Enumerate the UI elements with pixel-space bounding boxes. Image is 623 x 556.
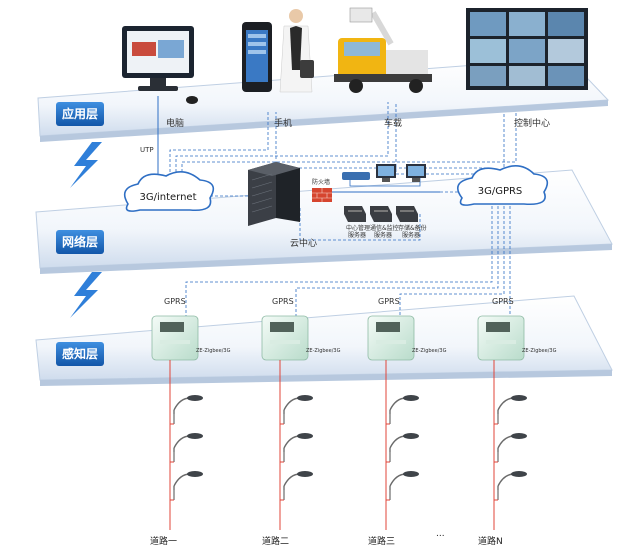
monitoring-server-icon: [370, 206, 392, 222]
street-lamp-icon: [173, 470, 204, 500]
road-label-2: 道路二: [262, 535, 289, 547]
device-model-label-1: ZE-Zigbee/3G: [196, 348, 231, 354]
device-model-label-3: ZE-Zigbee/3G: [412, 348, 447, 354]
server-label-monitoring: 通信&监控: [370, 224, 399, 232]
road-n-lights: [493, 360, 528, 530]
street-lamp-icon: [283, 432, 314, 462]
road-3-lights: [385, 360, 420, 530]
road-2-lights: [279, 360, 314, 530]
gprs-label-2: GPRS: [272, 297, 294, 306]
controller-device-icon: [477, 315, 525, 361]
device-model-label-4: ZE-Zigbee/3G: [522, 348, 557, 354]
layer-tag-application: 应用层: [56, 102, 104, 126]
street-lamp-icon: [389, 432, 420, 462]
street-lamp-icon: [497, 432, 528, 462]
street-lamp-icon: [389, 470, 420, 500]
utp-label: UTP: [140, 146, 154, 154]
vehicle-icon: [334, 7, 432, 93]
workstation-icon: [406, 164, 426, 182]
layer-tag-perception: 感知层: [56, 342, 104, 366]
computer-icon: [122, 26, 198, 104]
switch-icon: [342, 172, 370, 180]
device-model-label-2: ZE-Zigbee/3G: [306, 348, 341, 354]
gprs-label-4: GPRS: [492, 297, 514, 306]
internet-cloud-icon: [123, 171, 215, 212]
road-label-1: 道路一: [150, 535, 177, 547]
street-lamp-icon: [173, 432, 204, 462]
server-label-management: 中心管理: [346, 224, 370, 232]
layer-label-perception: 感知层: [62, 346, 98, 361]
street-lamp-icon: [497, 470, 528, 500]
gprs-labels: GPRS GPRS GPRS GPRS: [164, 297, 514, 306]
firewall-label: 防火墙: [312, 178, 330, 186]
controller-device-icon: [261, 315, 309, 361]
management-server-icon: [344, 206, 366, 222]
street-lamp-icon: [389, 394, 420, 424]
server-rack-icon: [248, 162, 300, 226]
workstation-icon: [376, 164, 396, 182]
firewall-icon: [312, 188, 332, 202]
server-label-monitoring-sub: 服务器: [374, 231, 392, 239]
road-1-lights: [169, 360, 204, 530]
storage-server-icon: [396, 206, 418, 222]
downlink-cables: [185, 206, 511, 318]
server-label-storage-sub: 服务器: [402, 231, 420, 239]
controller-device-icon: [367, 315, 415, 361]
layer-tag-network: 网络层: [56, 230, 104, 254]
internet-cloud-label: 3G/internet: [139, 192, 196, 203]
device-label-control-center: 控制中心: [514, 117, 550, 129]
wireless-bolt-icon: [70, 272, 102, 318]
street-lamp-icon: [173, 394, 204, 424]
layer-label-application: 应用层: [62, 106, 98, 121]
server-label-storage: 存储&备份: [398, 224, 427, 232]
cloud-center-label: 云中心: [290, 237, 317, 249]
controller-device-icon: [151, 315, 199, 361]
layer-label-network: 网络层: [62, 234, 98, 249]
wireless-bolt-icon: [70, 142, 102, 188]
gprs-cloud-icon: [456, 165, 549, 206]
road-ellipsis: ...: [436, 529, 445, 539]
road-label-3: 道路三: [368, 535, 395, 547]
gprs-label-1: GPRS: [164, 297, 186, 306]
mobile-phone-icon: [242, 9, 314, 93]
gprs-label-3: GPRS: [378, 297, 400, 306]
gprs-cloud-label: 3G/GPRS: [478, 186, 523, 197]
video-wall-icon: [466, 8, 588, 90]
perception-plane: [35, 295, 613, 386]
device-label-phone: 手机: [274, 117, 292, 129]
street-lamp-icon: [283, 470, 314, 500]
device-label-vehicle: 车载: [384, 117, 402, 129]
server-label-management-sub: 服务器: [348, 231, 366, 239]
street-lamp-icon: [497, 394, 528, 424]
device-label-computer: 电脑: [166, 117, 184, 129]
road-label-n: 道路N: [478, 535, 503, 547]
street-lamp-icon: [283, 394, 314, 424]
